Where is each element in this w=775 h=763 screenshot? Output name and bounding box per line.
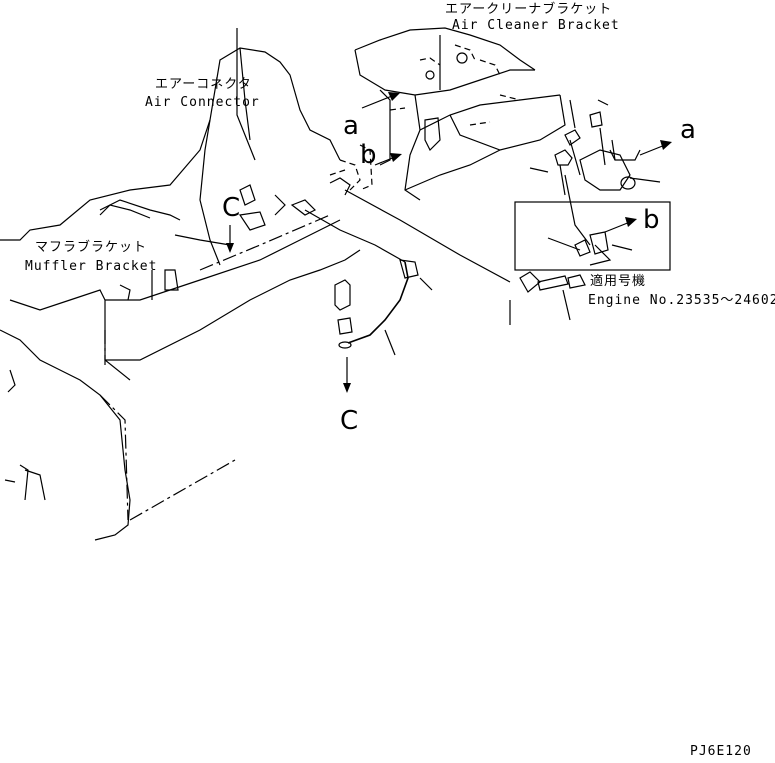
air-cleaner-bracket-label-en: Air Cleaner Bracket (452, 18, 620, 33)
drawing-code: PJ6E120 (690, 744, 752, 759)
detail-box-b (514, 201, 671, 271)
arrow-a-detail (639, 140, 672, 156)
air-connector-label-en: Air Connector (145, 95, 260, 110)
arrow-b-main (374, 153, 402, 166)
callout-b-main: b (360, 140, 377, 170)
air-connector-label-jp: エアーコネクタ (155, 77, 252, 92)
callout-c-detail: C (340, 406, 359, 436)
muffler-bracket-label-jp: マフラブラケット (35, 240, 148, 255)
terminal-parts (334, 279, 353, 349)
muffler-bracket-label-en: Muffler Bracket (25, 259, 158, 274)
callout-a-detail: a (680, 115, 696, 145)
callout-a-main: a (343, 111, 359, 141)
air-cleaner-bracket-label-jp: エアークリーナブラケット (445, 2, 613, 17)
applicable-label-jp: 適用号機 (590, 274, 647, 289)
arrow-a-main (361, 92, 400, 109)
arrow-b-detail (604, 217, 637, 233)
arrow-c-detail (343, 357, 351, 393)
callout-c-main: C (222, 193, 241, 223)
center-lines (99, 214, 331, 521)
engine-body-outline (0, 47, 361, 541)
leader-lines (151, 28, 661, 356)
callout-b-detail: b (643, 205, 660, 235)
engine-no-bolt (537, 274, 586, 291)
connector-bracket (290, 159, 361, 216)
engine-number-label: Engine No.23535〜24602 (588, 293, 775, 308)
arrow-c-main (226, 225, 234, 253)
air-cleaner-bracket-drawing (329, 27, 566, 201)
relay-assembly (554, 111, 641, 246)
